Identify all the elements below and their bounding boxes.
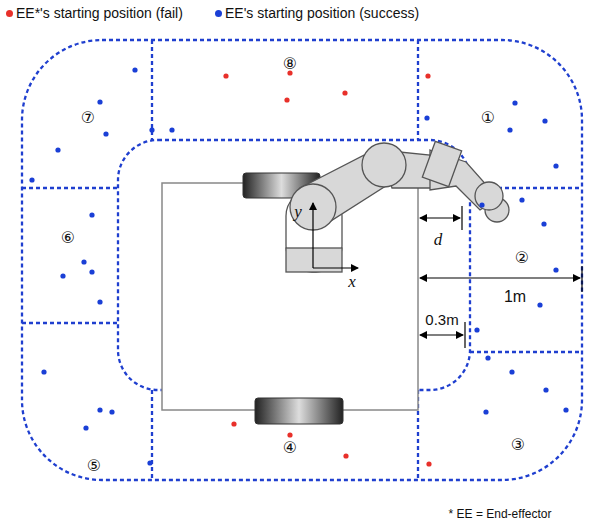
legend-swatch xyxy=(215,10,222,17)
legend-text: EE's starting position (success) xyxy=(225,5,419,21)
axis-label: y xyxy=(294,203,302,222)
callout-number: ⑧ xyxy=(283,55,297,73)
callout-number: ⑥ xyxy=(61,229,75,247)
legend-text: EE*'s starting position (fail) xyxy=(16,5,183,21)
axis-label: x xyxy=(348,273,356,292)
callout-number: ① xyxy=(481,109,495,127)
callout-number: ② xyxy=(515,249,529,267)
legend-entry: EE*'s starting position (fail) xyxy=(6,4,183,22)
footnote: * EE = End-effector xyxy=(449,508,552,521)
callout-number: ⑤ xyxy=(87,457,101,475)
dimension-label: 1m xyxy=(504,288,526,306)
callout-number: ④ xyxy=(283,439,297,457)
legend-swatch xyxy=(6,10,13,17)
legend-entry: EE's starting position (success) xyxy=(215,4,419,22)
callout-number: ③ xyxy=(511,436,525,454)
dimension-label: d xyxy=(434,231,443,250)
callout-number: ⑦ xyxy=(81,109,95,127)
dimension-label: 0.3m xyxy=(425,312,458,329)
